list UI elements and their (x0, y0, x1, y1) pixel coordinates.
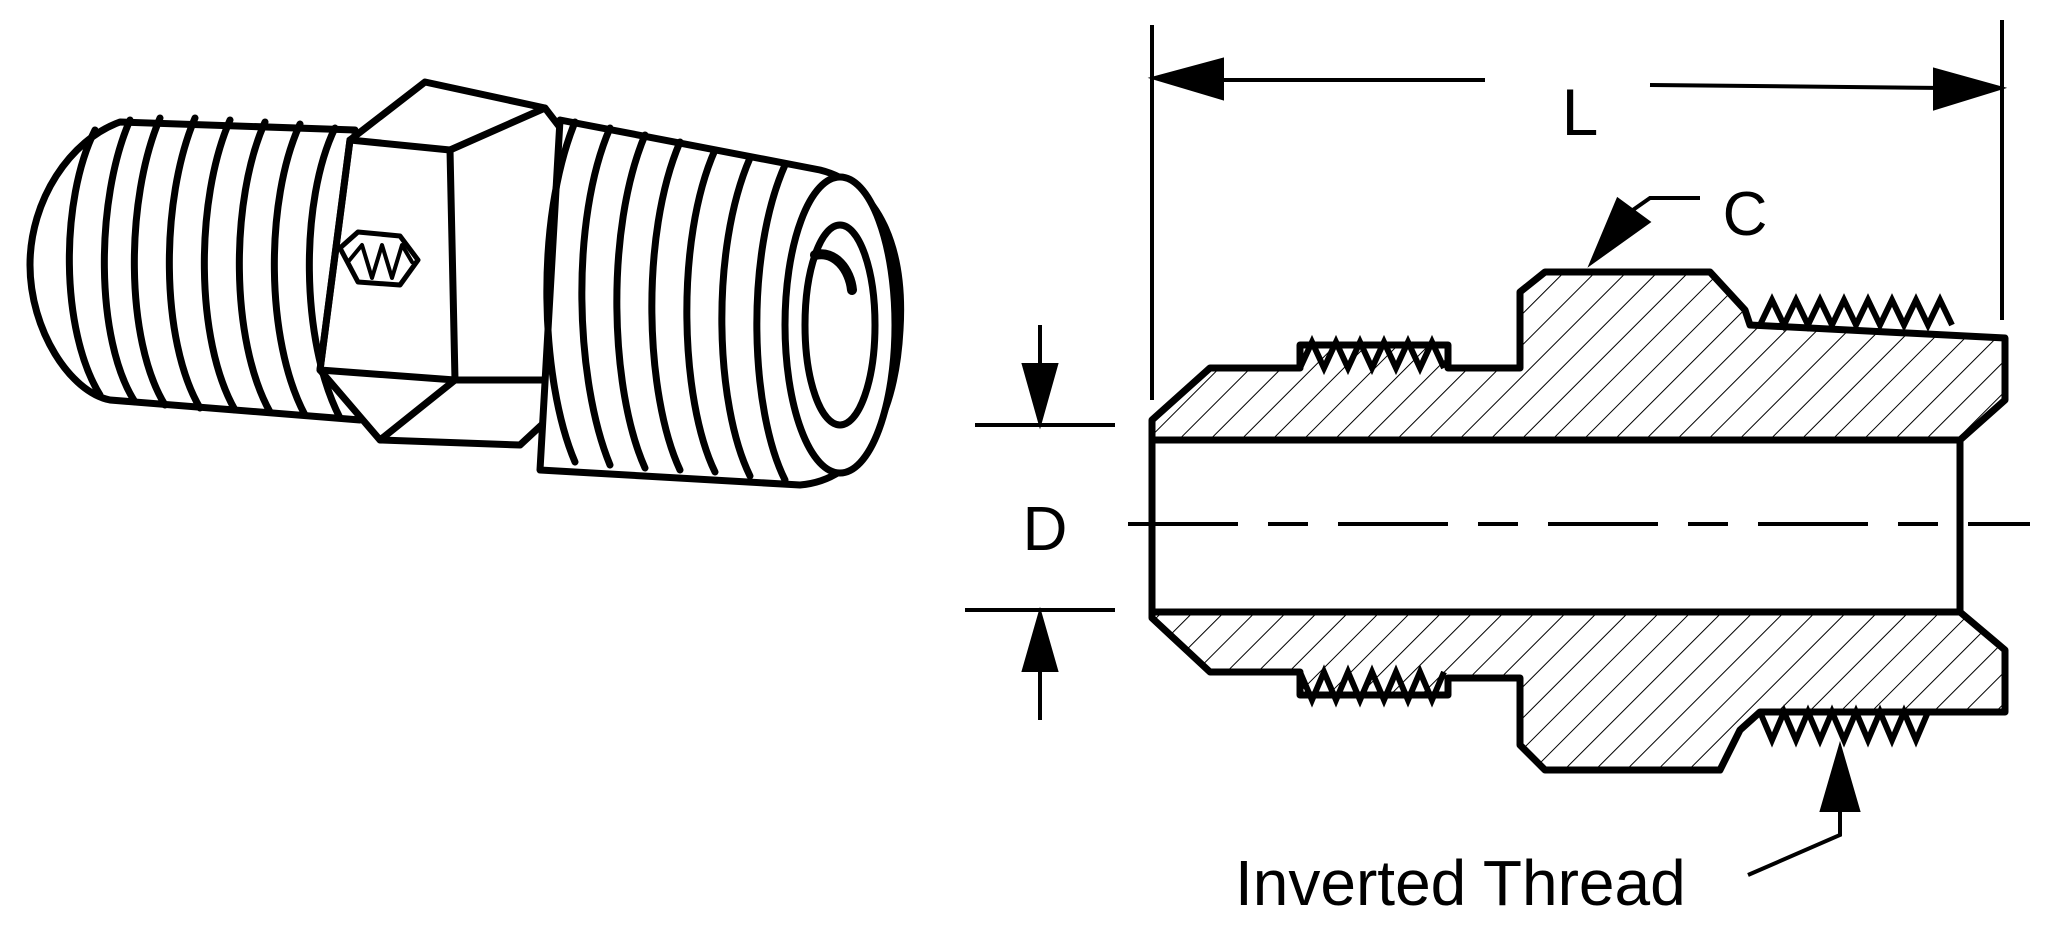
diameter-label: D (1023, 495, 1068, 564)
thread-zigzags (1297, 293, 1955, 748)
length-dimension (1147, 57, 2008, 111)
fitting-isometric-illustration (26, 78, 905, 489)
length-extension-lines (1150, 20, 2004, 400)
length-label: L (1562, 75, 1599, 149)
inverted-thread-leader (1747, 740, 1861, 877)
left-threaded-section (26, 114, 364, 424)
diameter-dimension (965, 325, 1115, 720)
section-top-wall (1148, 268, 2009, 444)
section-bottom-wall (1148, 608, 2009, 774)
bore-outline (1148, 428, 1964, 612)
chamfer-leader (1587, 196, 1700, 268)
flared-end (781, 173, 899, 477)
fitting-cross-section: L C D Inverted Thread (965, 20, 2030, 919)
chamfer-label: C (1723, 180, 1768, 249)
inverted-thread-label: Inverted Thread (1235, 847, 1686, 919)
